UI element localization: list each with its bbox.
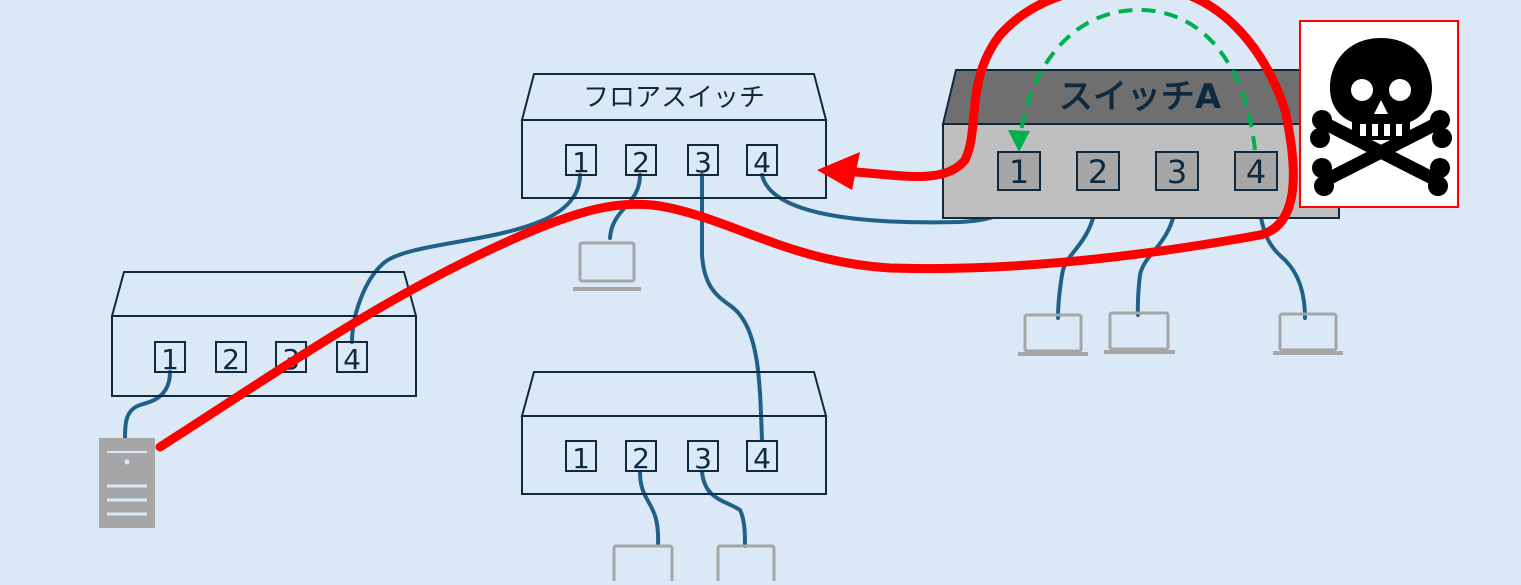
- cables: [123, 173, 1307, 548]
- bottom-switch-top: [520, 371, 828, 417]
- floor-switch-port-1: 1: [572, 146, 590, 179]
- floor-switch-body: [521, 119, 827, 199]
- cable-switchA4-laptop: [1255, 190, 1307, 320]
- floor-switch-ports: 1 2 3 4: [565, 144, 778, 179]
- loop-arrow: [1008, 7, 1257, 152]
- left-switch-port-1: 1: [161, 343, 179, 376]
- cable-bottom3-laptop: [700, 470, 747, 548]
- switch-a-label: スイッチA: [1059, 77, 1222, 117]
- cable-floor3-bottom4: [700, 173, 764, 442]
- switch-a-port-3: 3: [1167, 153, 1187, 191]
- laptop-icon: [1018, 313, 1088, 356]
- left-switch-port-2: 2: [222, 343, 240, 376]
- cable-switchA2-laptop: [1056, 190, 1099, 320]
- server-icon: [99, 438, 155, 528]
- cable-left1-server: [123, 370, 172, 440]
- floor-switch-label: フロアスイッチ: [583, 83, 765, 113]
- switch-a-ports: 1 2 3 4: [997, 151, 1278, 191]
- laptop-icon: [716, 544, 776, 585]
- laptop-icon: [1273, 312, 1343, 355]
- floor-switch-port-2: 2: [632, 146, 650, 179]
- switch-a-port-2: 2: [1088, 153, 1108, 191]
- left-switch-ports: 1 2 3 4: [154, 341, 368, 376]
- cable-bottom2-laptop: [638, 470, 661, 547]
- bottom-switch: 1 2 3 4: [520, 371, 828, 495]
- floor-switch-port-3: 3: [694, 146, 712, 179]
- bottom-switch-port-1: 1: [572, 442, 590, 475]
- laptops: [573, 241, 1343, 585]
- bottom-switch-port-4: 4: [753, 442, 771, 475]
- bottom-switch-port-2: 2: [632, 442, 650, 475]
- bottom-switch-body: [521, 415, 827, 495]
- laptop-icon: [1104, 311, 1175, 354]
- laptop-icon: [612, 544, 674, 585]
- laptop-icon: [573, 241, 641, 291]
- skull-crossbones-icon: [1299, 20, 1459, 208]
- left-switch-body: [111, 315, 417, 397]
- left-switch: 1 2 3 4: [110, 271, 418, 397]
- floor-switch: フロアスイッチ 1 2 3 4: [520, 73, 828, 199]
- bottom-switch-port-3: 3: [694, 442, 712, 475]
- attack-path: [155, 0, 1298, 452]
- floor-switch-port-4: 4: [753, 146, 771, 179]
- switch-a-port-1: 1: [1009, 153, 1029, 191]
- cable-floor1-left4: [350, 173, 582, 344]
- bottom-switch-ports: 1 2 3 4: [565, 440, 778, 475]
- switch-a-port-4: 4: [1246, 153, 1266, 191]
- left-switch-port-4: 4: [343, 343, 361, 376]
- switch-a: スイッチA 1 2 3 4: [941, 69, 1341, 219]
- cable-switchA3-laptop: [1135, 190, 1179, 317]
